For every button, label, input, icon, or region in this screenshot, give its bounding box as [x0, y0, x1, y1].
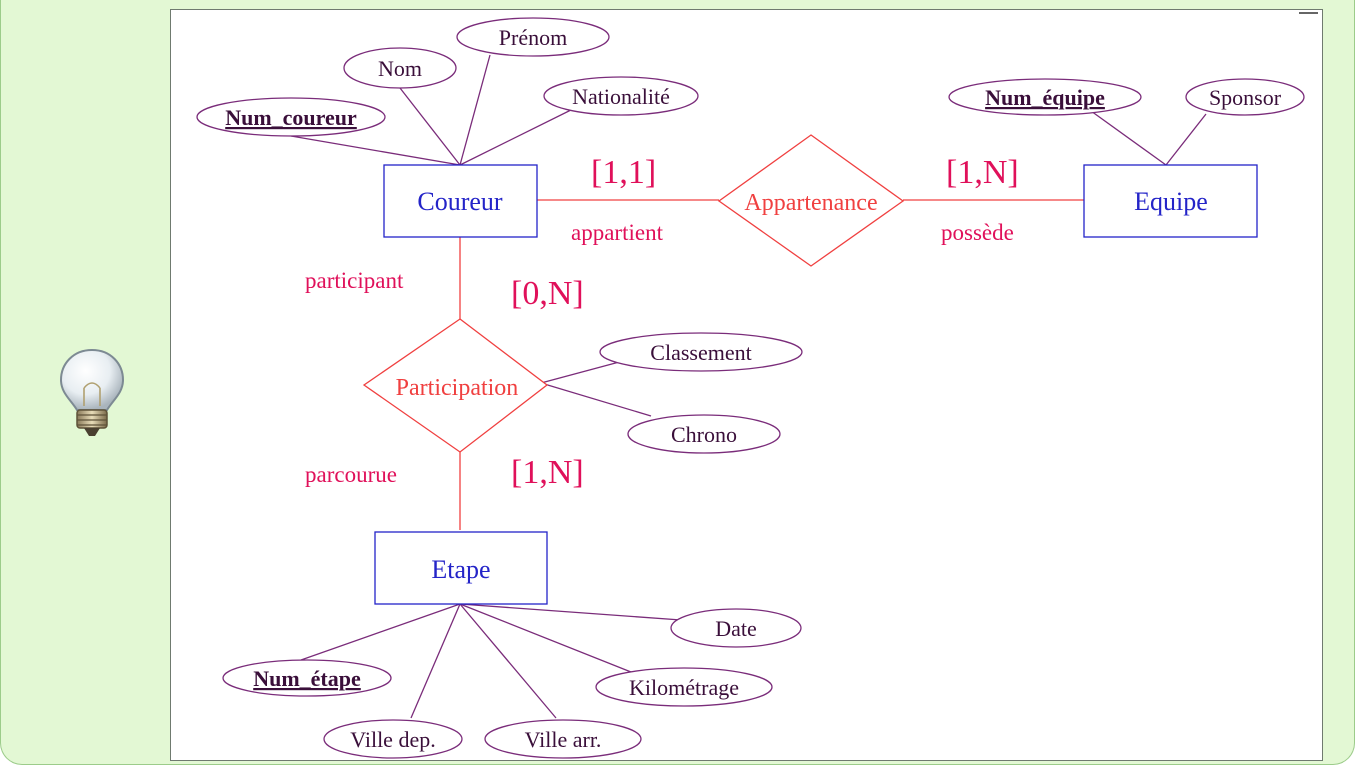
- cardinality-coureur-appartenance: [1,1]: [591, 154, 656, 191]
- attr-ville-dep-label: Ville dep.: [350, 727, 435, 752]
- role-appartient: appartient: [571, 220, 664, 245]
- relationship-participation: Participation: [362, 318, 549, 453]
- role-labels: appartient possède participant parcourue: [305, 220, 1014, 487]
- attr-classement-label: Classement: [650, 340, 751, 365]
- relationship-links: [459, 199, 1084, 530]
- lightbulb-icon: [59, 348, 125, 436]
- cardinality-etape-participation: [1,N]: [511, 454, 584, 491]
- attr-nom: [343, 47, 457, 89]
- attribute-links: [290, 54, 1207, 719]
- attr-classement: [599, 332, 803, 372]
- attr-nationalite-label: Nationalité: [572, 84, 670, 109]
- cardinality-coureur-participation: [0,N]: [511, 275, 584, 312]
- attr-nationalite: [543, 76, 699, 116]
- cardinality-equipe-appartenance: [1,N]: [946, 154, 1019, 191]
- attr-num-etape-label: Num_étape: [253, 666, 361, 691]
- attribute-labels: Num_coureur Nom Prénom Nationalité Num_é…: [225, 25, 1282, 752]
- attr-chrono-label: Chrono: [671, 422, 737, 447]
- relationship-appartenance-label: Appartenance: [744, 190, 877, 216]
- attr-prenom: [456, 17, 610, 57]
- er-diagram-canvas: Coureur Equipe Etape Appartenance Partic…: [170, 9, 1323, 761]
- role-participant: participant: [305, 268, 404, 293]
- attr-num-coureur-label: Num_coureur: [225, 105, 357, 130]
- cardinalities: [1,1] [1,N] [0,N] [1,N]: [511, 154, 1019, 491]
- er-diagram: Coureur Equipe Etape Appartenance Partic…: [196, 12, 1318, 759]
- role-possede: possède: [941, 220, 1014, 245]
- relationship-participation-label: Participation: [396, 375, 519, 401]
- attr-sponsor-label: Sponsor: [1209, 85, 1282, 110]
- attr-kilometrage-label: Kilométrage: [629, 675, 739, 700]
- relationship-appartenance: Appartenance: [717, 134, 905, 267]
- attr-date-label: Date: [715, 616, 757, 641]
- attr-num-equipe-label: Num_équipe: [985, 85, 1105, 110]
- entity-equipe: Equipe: [1083, 164, 1258, 238]
- attr-num-equipe: [948, 78, 1142, 116]
- attr-sponsor: [1185, 78, 1305, 116]
- attr-num-etape: [222, 659, 392, 697]
- attr-nom-label: Nom: [378, 56, 422, 81]
- entity-coureur-label: Coureur: [417, 187, 503, 216]
- attr-date: [670, 608, 802, 648]
- entity-equipe-label: Equipe: [1134, 187, 1208, 216]
- attr-ville-dep: [323, 719, 463, 759]
- entity-etape: Etape: [374, 531, 548, 605]
- attr-ville-arr: [484, 719, 642, 759]
- role-parcourue: parcourue: [305, 462, 397, 487]
- attr-chrono: [627, 414, 781, 454]
- attr-kilometrage: [595, 667, 773, 707]
- attributes: [196, 17, 1305, 759]
- attr-prenom-label: Prénom: [499, 25, 567, 50]
- entity-coureur: Coureur: [383, 164, 538, 238]
- attr-ville-arr-label: Ville arr.: [525, 727, 602, 752]
- attr-num-coureur: [196, 97, 386, 137]
- entity-etape-label: Etape: [431, 555, 490, 584]
